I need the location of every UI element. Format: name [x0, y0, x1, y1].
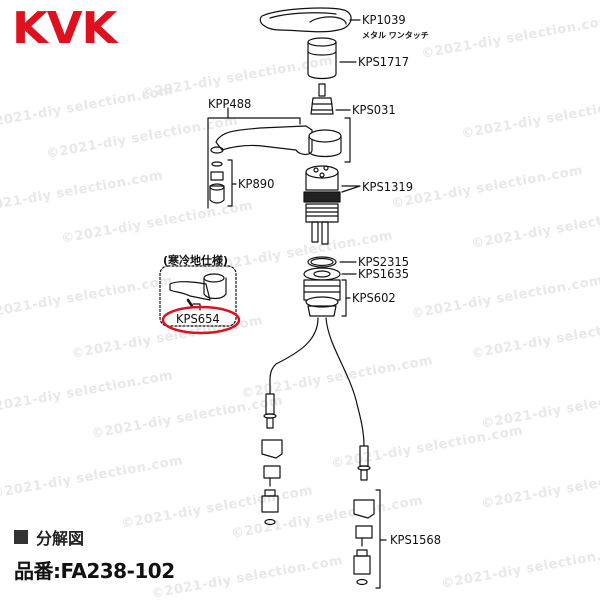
- kp890-aerator-part: [209, 161, 225, 204]
- label-kps031: KPS031: [352, 102, 396, 117]
- label-kps654: KPS654: [176, 311, 220, 326]
- right-supply-fittings: [353, 445, 375, 586]
- square-bullet-icon: [14, 530, 28, 544]
- label-kp1039: KP1039: [362, 12, 406, 27]
- kps1635-part: [303, 267, 341, 281]
- label-kp890: KP890: [238, 176, 275, 191]
- label-kps1568: KPS1568: [390, 532, 442, 547]
- diagram-title: 分解図: [14, 525, 84, 549]
- note-metal-one-touch: メタル ワンタッチ: [362, 31, 429, 40]
- label-kps602: KPS602: [352, 290, 396, 305]
- kps654-highlight-circle: [161, 305, 241, 335]
- label-kps1635: KPS1635: [358, 266, 410, 281]
- kps031-part: [310, 83, 334, 115]
- label-kps2315: KPS2315: [358, 254, 410, 269]
- kpp488-spout-part: [210, 125, 342, 158]
- kvk-logo: KVK: [12, 3, 117, 54]
- kps1319-cartridge-part: [303, 165, 341, 245]
- label-kps1717: KPS1717: [358, 54, 410, 69]
- kps602-part: [303, 279, 341, 317]
- kp1039-lever-part: [259, 7, 352, 33]
- kps1717-cap-part: [307, 37, 337, 80]
- label-kpp488: KPP488: [208, 96, 252, 111]
- right-hose: [325, 317, 365, 447]
- cold-region-label: (寒冷地仕様): [163, 254, 229, 267]
- diagram-title-text: 分解図: [36, 529, 85, 548]
- label-kps1319: KPS1319: [362, 179, 414, 194]
- left-supply-fittings: [261, 393, 283, 526]
- model-number: 品番:FA238-102: [14, 559, 175, 583]
- left-hose: [269, 317, 319, 395]
- kps2315-ring-part: [307, 256, 337, 268]
- cold-region-part: [159, 265, 237, 327]
